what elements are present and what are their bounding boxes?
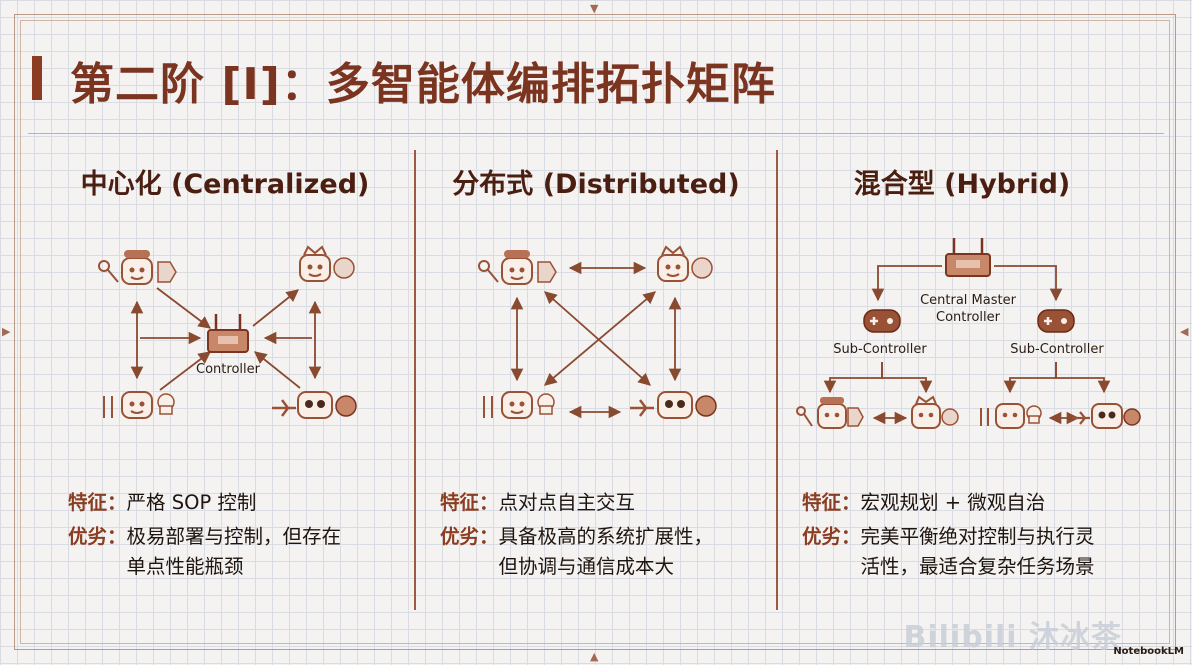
right-ruler-mark: ◀ <box>1180 325 1189 338</box>
airplane-icon <box>630 399 654 417</box>
arrow-right-sub-to-agent-d <box>1055 362 1111 394</box>
master-label-line2: Controller <box>936 310 1001 325</box>
inner-frame <box>20 20 1170 644</box>
tag-icon <box>847 407 864 427</box>
arrow-agent1-to-controller <box>156 287 212 329</box>
column-hybrid: 混合型 (Hybrid) Central Master Controller <box>782 150 1162 620</box>
left-ruler-mark: ▶ <box>2 325 11 338</box>
master-label-line1: Central Master <box>920 293 1017 308</box>
router-master-icon <box>945 238 991 277</box>
globe-icon <box>695 395 717 417</box>
bottom-ruler-mark: ▲ <box>590 650 599 663</box>
centralized-diagram: Controller <box>98 245 357 419</box>
arrow-left-sub-to-agent-a <box>823 362 883 394</box>
title-divider <box>28 133 1164 134</box>
robot-agent-icon <box>501 250 533 285</box>
feature-text: 宏观规划 + 微观自治 <box>860 491 1046 514</box>
column-centralized: 中心化 (Centralized) <box>40 150 410 620</box>
hybrid-diagram: Central Master Controller Sub-Controller… <box>796 238 1141 429</box>
chef-hat-icon <box>1026 405 1042 424</box>
tag-icon <box>157 261 177 283</box>
chef-hat-icon <box>537 393 555 415</box>
tag-icon <box>537 261 557 283</box>
arrow-master-to-right-sub <box>994 265 1063 302</box>
robot-agent-icon <box>121 391 153 419</box>
robot-agent-icon <box>299 245 331 282</box>
cutlery-icon <box>980 408 989 426</box>
feature-text: 点对点自主交互 <box>498 491 636 514</box>
globe-icon <box>1123 408 1141 426</box>
arrow-controller-to-agent3 <box>159 351 212 391</box>
gamepad-icon <box>863 309 901 333</box>
title-accent-bar <box>32 56 42 100</box>
cloud-icon <box>691 257 713 279</box>
watermark: Bilibili 沐冰茶 <box>903 620 1122 655</box>
tradeoff-text: 具备极高的系统扩展性，但协调与通信成本大 <box>498 525 714 578</box>
keys-icon <box>796 406 813 427</box>
robot-agent-icon <box>297 391 333 419</box>
robot-agent-icon <box>501 391 533 419</box>
arrow-master-to-left-sub <box>871 265 942 302</box>
sub-controller-right-label: Sub-Controller <box>1010 342 1104 357</box>
column-divider-1 <box>414 150 416 610</box>
airplane-icon <box>1072 411 1090 425</box>
arrow-controller-to-agent4 <box>254 351 301 389</box>
router-controller-icon <box>207 314 249 353</box>
column-title: 中心化 (Centralized) <box>80 169 370 200</box>
robot-agent-icon <box>657 391 693 419</box>
robot-agent-icon <box>121 250 153 285</box>
column-title: 混合型 (Hybrid) <box>853 169 1071 200</box>
cloud-icon <box>333 257 355 279</box>
robot-agent-icon <box>657 245 689 282</box>
arrow-left-sub-to-agent-b <box>881 362 933 394</box>
column-divider-2 <box>776 150 778 610</box>
airplane-icon <box>272 399 296 417</box>
gamepad-icon <box>1037 309 1075 333</box>
cutlery-icon <box>103 396 113 418</box>
centralized-description: 特征：严格 SOP 控制 优劣：极易部署与控制，但存在单点性能瓶颈 <box>68 488 341 586</box>
hybrid-description: 特征：宏观规划 + 微观自治 优劣：完美平衡绝对控制与执行灵活性，最适合复杂任务… <box>802 488 1095 586</box>
distributed-description: 特征：点对点自主交互 优劣：具备极高的系统扩展性，但协调与通信成本大 <box>440 488 713 586</box>
chef-hat-icon <box>157 393 175 415</box>
column-title: 分布式 (Distributed) <box>452 169 740 200</box>
distributed-diagram <box>478 245 717 419</box>
robot-agent-icon <box>817 397 847 429</box>
robot-agent-icon <box>911 395 941 429</box>
sub-controller-left-label: Sub-Controller <box>833 342 927 357</box>
cloud-icon <box>941 408 959 426</box>
top-ruler-mark: ▼ <box>590 2 599 15</box>
arrow-controller-to-agent2 <box>252 289 299 327</box>
feature-text: 严格 SOP 控制 <box>126 491 257 514</box>
column-distributed: 分布式 (Distributed) <box>420 150 772 620</box>
tradeoff-text: 完美平衡绝对控制与执行灵活性，最适合复杂任务场景 <box>860 525 1095 578</box>
cutlery-icon <box>483 396 493 418</box>
robot-agent-icon <box>995 403 1025 429</box>
page-title: 第二阶 [I]：多智能体编排拓扑矩阵 <box>70 59 776 110</box>
tradeoff-text: 极易部署与控制，但存在单点性能瓶颈 <box>126 525 342 578</box>
keys-icon <box>478 260 499 283</box>
robot-agent-icon <box>1091 403 1123 429</box>
arrow-right-sub-to-agent-c <box>1003 362 1057 394</box>
keys-icon <box>98 260 119 283</box>
notebooklm-brand: NotebookLM <box>1113 646 1184 657</box>
controller-label: Controller <box>196 362 261 377</box>
outer-frame <box>14 14 1176 650</box>
arrow-diagonal-2 <box>544 291 656 386</box>
globe-icon <box>335 395 357 417</box>
